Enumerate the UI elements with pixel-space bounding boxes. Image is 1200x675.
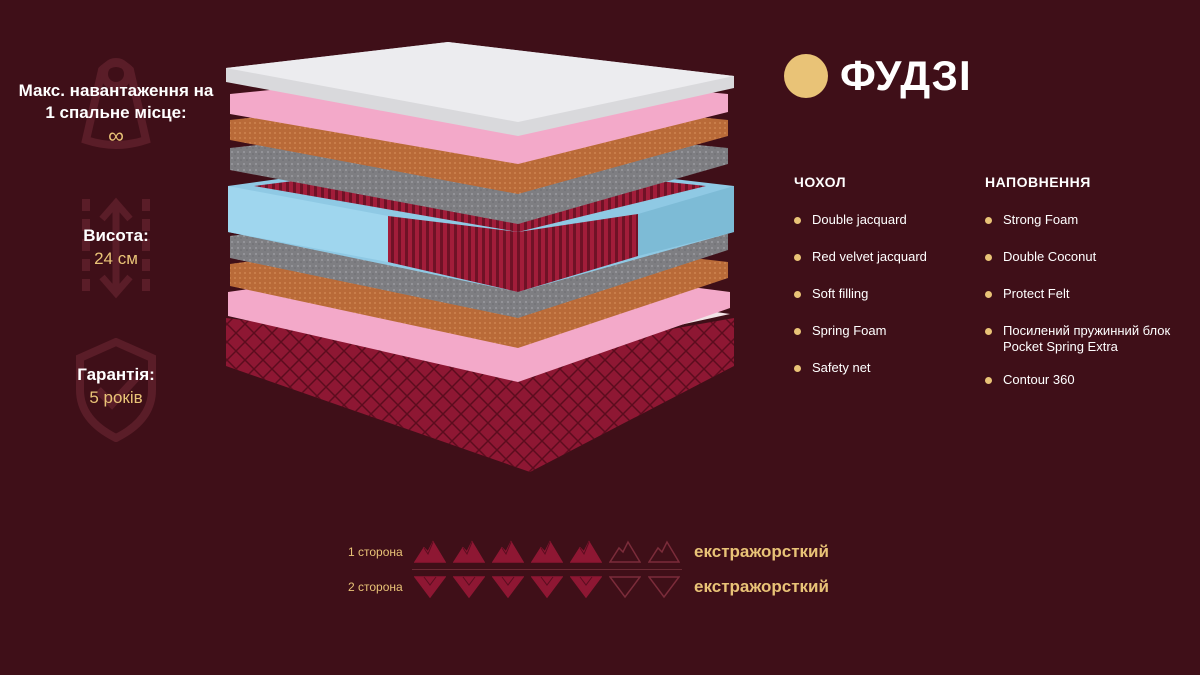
height-arrows-icon (82, 197, 150, 299)
side-1-label: 1 сторона (348, 545, 403, 559)
warranty-label: Гарантія: (77, 365, 155, 384)
list-item: Safety net (794, 360, 1004, 376)
filled-mountain-icon (570, 576, 602, 599)
side-2-firmness: екстражорсткий (694, 577, 829, 596)
rigidity-side-1: 1 сторона екстражорсткий (348, 536, 868, 568)
list-item: Spring Foam (794, 323, 1004, 339)
shield-icon (76, 338, 156, 442)
empty-mountain-icon (609, 540, 641, 563)
list-item: Double Coconut (985, 249, 1195, 265)
filling-column: НАПОВНЕННЯ Strong Foam Double Coconut Pr… (985, 174, 1195, 409)
side-1-rating (414, 540, 680, 564)
cover-title: ЧОХОЛ (794, 174, 847, 190)
weight-icon (81, 58, 151, 149)
list-item: Soft filling (794, 286, 1004, 302)
cover-list: Double jacquard Red velvet jacquard Soft… (794, 212, 1004, 376)
max-load-value: ∞ (108, 123, 124, 148)
filled-mountain-icon (531, 576, 563, 599)
warranty-value: 5 років (89, 388, 143, 407)
mattress-layers-image (226, 42, 734, 472)
list-item: Double jacquard (794, 212, 1004, 228)
side-2-rating (414, 575, 680, 599)
list-item: Strong Foam (985, 212, 1195, 228)
filled-mountain-icon (531, 540, 563, 563)
list-item: Посилений пружинний блок Pocket Spring E… (985, 323, 1175, 355)
brand: ФУДЗІ (784, 52, 972, 100)
brand-name: ФУДЗІ (840, 52, 972, 99)
filled-mountain-icon (492, 540, 524, 563)
height-label: Висота: (83, 226, 149, 245)
filled-mountain-icon (414, 576, 446, 599)
empty-mountain-icon (648, 540, 680, 563)
rigidity-divider (412, 569, 682, 570)
cover-column: ЧОХОЛ Double jacquard Red velvet jacquar… (794, 174, 1004, 397)
filling-list: Strong Foam Double Coconut Protect Felt … (985, 212, 1195, 388)
list-item: Protect Felt (985, 286, 1195, 302)
side-2-label: 2 сторона (348, 580, 403, 594)
brand-dot-icon (784, 54, 828, 98)
filling-title: НАПОВНЕННЯ (985, 174, 1091, 190)
cover-top (226, 42, 734, 136)
spec-height: Висота: 24 см (0, 197, 232, 299)
list-item: Red velvet jacquard (794, 249, 1004, 265)
filled-mountain-icon (414, 540, 446, 563)
max-load-label: Макс. навантаження на 1 спальне місце: (18, 81, 214, 122)
filled-mountain-icon (492, 576, 524, 599)
filled-mountain-icon (453, 540, 485, 563)
empty-mountain-icon (648, 576, 680, 599)
empty-mountain-icon (609, 576, 641, 599)
filled-mountain-icon (570, 540, 602, 563)
height-value: 24 см (94, 249, 138, 268)
spec-warranty: Гарантія: 5 років (0, 338, 232, 442)
list-item: Contour 360 (985, 372, 1195, 388)
spec-max-load: Макс. навантаження на 1 спальне місце: ∞ (0, 58, 232, 149)
rigidity-side-2: 2 сторона екстражорсткий (348, 571, 868, 603)
side-1-firmness: екстражорсткий (694, 542, 829, 561)
filled-mountain-icon (453, 576, 485, 599)
